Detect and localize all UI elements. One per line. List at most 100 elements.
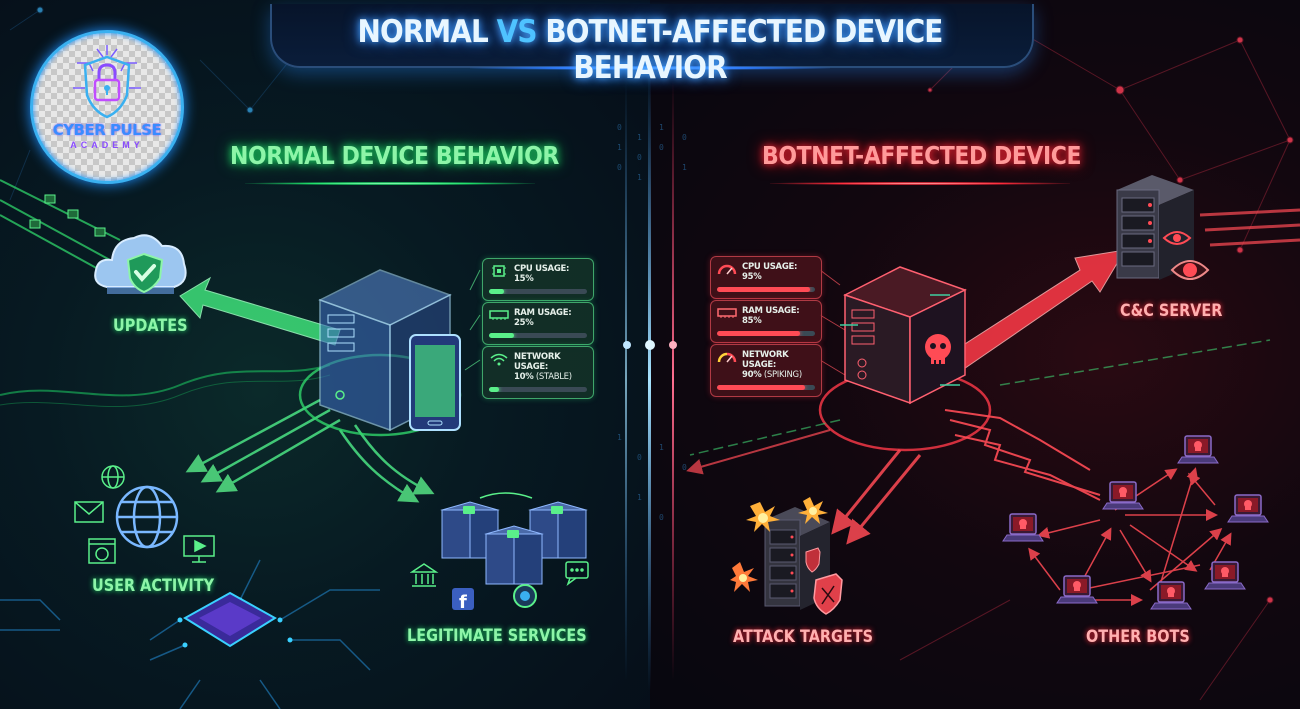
network-usage-text: NETWORK USAGE:10% (STABLE) xyxy=(514,352,587,382)
bot-laptop xyxy=(1150,581,1192,610)
globe-icon xyxy=(115,485,179,549)
server-explosion-shield-icon xyxy=(730,497,843,615)
botnet-cpu-usage-label: CPU USAGE: 95% xyxy=(742,262,798,282)
ram-usage-bar xyxy=(489,333,587,338)
title-part-normal: NORMAL xyxy=(357,14,497,50)
bot-laptop xyxy=(1204,561,1246,590)
explosion-icon xyxy=(746,502,780,532)
title-vs: VS xyxy=(496,14,538,50)
cnc-server-label: C&C SERVER xyxy=(1120,301,1223,321)
normal-heading-underline xyxy=(245,182,535,185)
locked-server-icon xyxy=(440,501,588,585)
botnet-cpu-usage-bar-fill xyxy=(717,287,811,292)
email-icon xyxy=(74,501,104,523)
other-bots-label: OTHER BOTS xyxy=(1086,627,1190,647)
smartphone-icon xyxy=(409,334,461,431)
title-glow xyxy=(470,66,830,70)
user-activity-icons xyxy=(74,465,215,564)
logo-subtitle: ACADEMY xyxy=(70,140,144,150)
svg-text:1: 1 xyxy=(659,123,664,132)
gauge-icon xyxy=(717,264,737,275)
svg-text:0: 0 xyxy=(659,143,664,152)
network-usage-value: 10% xyxy=(514,372,534,382)
svg-text:0: 0 xyxy=(637,453,642,462)
botnet-ram-usage-label: RAM USAGE: 85% xyxy=(742,306,800,326)
svg-text:0: 0 xyxy=(682,133,687,142)
cpu-usage-bar-fill xyxy=(489,289,504,294)
user-activity-label: USER ACTIVITY xyxy=(92,576,215,596)
svg-text:1: 1 xyxy=(617,433,622,442)
shield-lock-circuit-icon xyxy=(73,45,141,119)
bot-laptop xyxy=(1177,435,1219,464)
page-title: NORMAL VS BOTNET-AFFECTED DEVICE BEHAVIO… xyxy=(308,14,992,86)
svg-text:0: 0 xyxy=(637,153,642,162)
cloud-service-icon xyxy=(513,584,537,608)
legitimate-services-icons: f xyxy=(410,492,589,613)
botnet-ram-usage-bar-fill xyxy=(717,331,801,336)
botnet-network-usage-label: NETWORK USAGE: xyxy=(742,350,789,370)
svg-text:1: 1 xyxy=(637,173,642,182)
cpu-chip-icon xyxy=(492,265,506,277)
browser-icon xyxy=(88,538,116,564)
network-usage-bar-fill xyxy=(489,387,499,392)
botnet-network-usage-status: (SPIKING) xyxy=(761,370,802,380)
botnet-cpu-usage-bar xyxy=(717,287,815,292)
botnet-network-usage-bar-fill xyxy=(717,385,806,390)
network-usage-label: NETWORK USAGE: xyxy=(514,352,561,372)
title-part-botnet: BOTNET-AFFECTED DEVICE BEHAVIOR xyxy=(536,14,943,86)
bot-laptop xyxy=(1102,481,1144,510)
svg-text:1: 1 xyxy=(659,443,664,452)
ram-usage-label: RAM USAGE: 25% xyxy=(514,308,572,328)
normal-device-illustration xyxy=(318,269,461,432)
botnet-ram-stat-card: RAM USAGE: 85% xyxy=(710,300,822,343)
ram-usage-bar-fill xyxy=(489,333,514,338)
video-player-icon xyxy=(183,535,215,563)
network-usage-bar xyxy=(489,387,587,392)
svg-text:0: 0 xyxy=(617,163,622,172)
updates-label: UPDATES xyxy=(113,316,188,336)
ram-module-icon xyxy=(489,310,509,320)
svg-text:1: 1 xyxy=(637,493,642,502)
svg-text:0: 0 xyxy=(682,463,687,472)
botnet-ram-usage-bar xyxy=(717,331,815,336)
botnet-network-stat-card: NETWORK USAGE:90% (SPIKING) xyxy=(710,344,822,397)
server-eye-icon xyxy=(1116,175,1210,280)
cpu-usage-bar xyxy=(489,289,587,294)
broken-shield-icon xyxy=(813,573,843,615)
normal-network-stat-card: NETWORK USAGE:10% (STABLE) xyxy=(482,346,594,399)
ram-module-icon xyxy=(717,308,737,318)
svg-text:0: 0 xyxy=(617,123,622,132)
botnet-section-heading: BOTNET-AFFECTED DEVICE xyxy=(762,141,1082,170)
gauge-icon xyxy=(717,352,737,363)
svg-text:1: 1 xyxy=(682,163,687,172)
botnet-network-usage-value: 90% xyxy=(742,370,762,380)
bot-laptop xyxy=(1002,513,1044,542)
botnet-network-usage-bar xyxy=(717,385,815,390)
chat-icon xyxy=(565,561,589,587)
svg-text:1: 1 xyxy=(637,133,642,142)
botnet-network-usage-text: NETWORK USAGE:90% (SPIKING) xyxy=(742,350,815,380)
botnet-heading-underline xyxy=(770,182,1070,185)
network-usage-status: (STABLE) xyxy=(533,372,572,382)
cloud-shield-check-icon xyxy=(94,234,187,294)
bank-icon xyxy=(410,563,439,587)
cpu-usage-label: CPU USAGE: 15% xyxy=(514,264,570,284)
normal-cpu-stat-card: CPU USAGE: 15% xyxy=(482,258,594,301)
bot-laptop xyxy=(1056,575,1098,604)
svg-text:1: 1 xyxy=(617,143,622,152)
normal-ram-stat-card: RAM USAGE: 25% xyxy=(482,302,594,345)
logo-name: CYBER PULSE xyxy=(52,121,162,139)
botnet-cpu-stat-card: CPU USAGE: 95% xyxy=(710,256,822,299)
infected-tower-skull-icon xyxy=(840,266,967,405)
attack-targets-label: ATTACK TARGETS xyxy=(733,627,874,647)
wifi-icon xyxy=(490,353,508,366)
bot-laptop xyxy=(1227,494,1269,523)
svg-text:f: f xyxy=(459,592,467,613)
svg-text:0: 0 xyxy=(659,513,664,522)
processor-chip-icon xyxy=(183,591,277,648)
normal-section-heading: NORMAL DEVICE BEHAVIOR xyxy=(230,141,559,170)
infected-laptop-network-icon xyxy=(1002,435,1269,610)
cyber-pulse-academy-logo: CYBER PULSE ACADEMY xyxy=(30,30,184,184)
facebook-icon: f xyxy=(452,588,474,613)
